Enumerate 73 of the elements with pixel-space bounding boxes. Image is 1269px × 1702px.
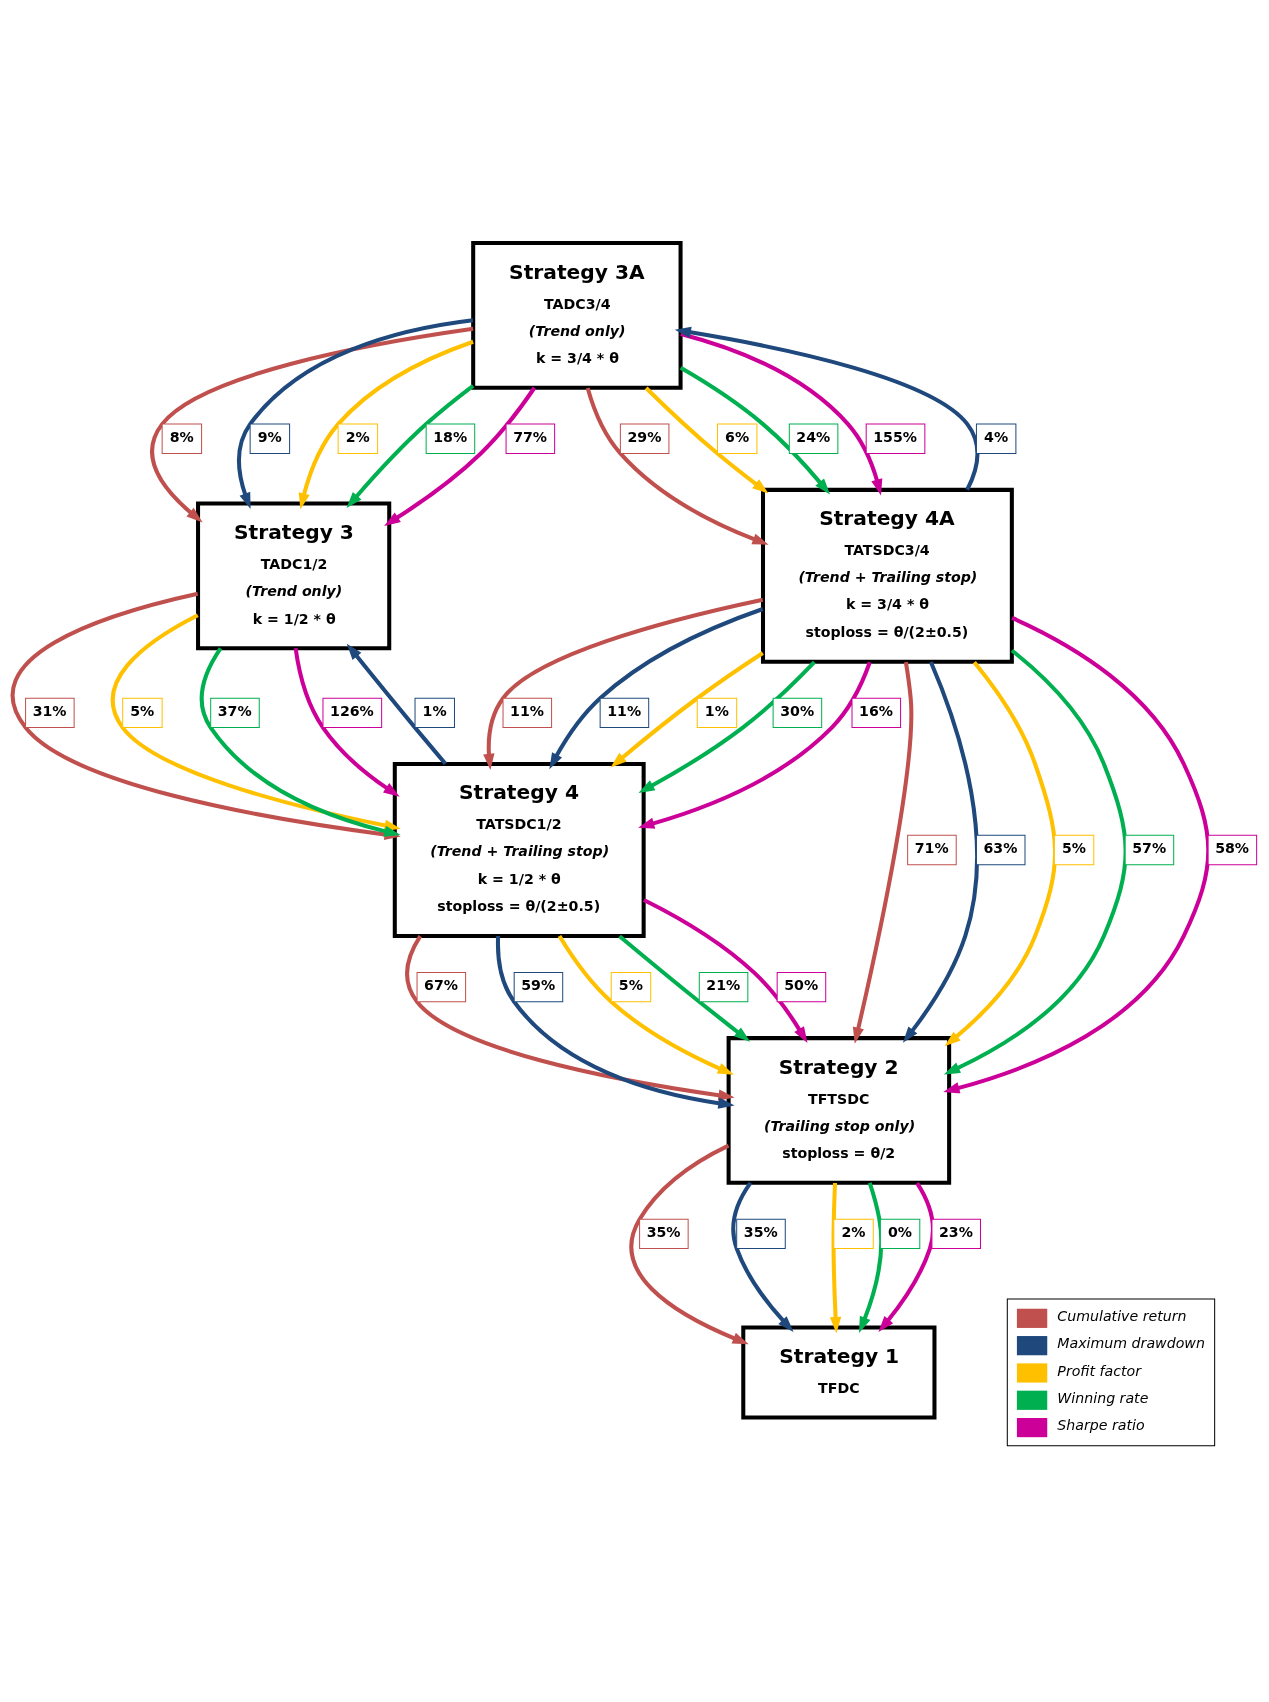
arrow	[902, 660, 979, 1043]
legend-label: Winning rate	[1057, 1389, 1149, 1406]
edge-label: 35%	[743, 1223, 778, 1240]
arrow	[110, 613, 401, 831]
edge-label: 77%	[513, 428, 548, 445]
arrow	[638, 661, 872, 829]
arrow	[731, 1181, 794, 1332]
arrow	[549, 606, 764, 769]
arrow	[495, 935, 735, 1109]
arrow	[629, 1143, 749, 1344]
edge-label: 11%	[510, 702, 544, 719]
node-box: Strategy 3 TADC1/2 (Trend only) k = 1/2 * θ	[196, 501, 392, 650]
edge-label: 16%	[859, 702, 893, 719]
arrow	[829, 1182, 842, 1333]
arrow	[674, 326, 980, 491]
edge-label: 31%	[32, 702, 67, 719]
arrow	[610, 650, 764, 768]
edge-label: 6%	[725, 428, 750, 445]
legend-label: Maximum drawdown	[1057, 1334, 1205, 1351]
edge-label: 21%	[706, 976, 741, 993]
legend-label: Cumulative return	[1057, 1307, 1187, 1324]
edge-label: 58%	[1215, 839, 1250, 856]
edge-label: 30%	[780, 702, 815, 719]
arrow	[644, 386, 769, 493]
node-box: Strategy 4A TATSDC3/4 (Trend + Trailing stop) k = 3/4 * θ stoploss = θ/(2±0.5)	[760, 487, 1014, 664]
edge-label: 50%	[784, 976, 819, 993]
edge-label: 5%	[130, 702, 155, 719]
arrow	[680, 331, 883, 495]
edge-label: 29%	[627, 428, 662, 445]
edge-label: 59%	[521, 976, 556, 993]
edge-label: 67%	[424, 976, 459, 993]
arrow	[943, 648, 1128, 1075]
edge-label: 71%	[914, 839, 949, 856]
arrow	[638, 660, 816, 793]
edge-label: 5%	[1061, 839, 1086, 856]
arrow	[859, 1181, 884, 1333]
edge-label: 24%	[796, 428, 831, 445]
legend-label: Profit factor	[1057, 1362, 1142, 1379]
arrow	[679, 365, 831, 495]
edge-label: 5%	[618, 976, 643, 993]
edge-label: 1%	[422, 702, 447, 719]
edge-label: 23%	[939, 1223, 973, 1240]
arrow	[199, 646, 401, 837]
node-box: Strategy 3A TADC3/4 (Trend only) k = 3/4 * θ	[471, 240, 683, 390]
arrow	[943, 615, 1211, 1093]
edge-label: 63%	[983, 839, 1018, 856]
edge-label: 155%	[873, 428, 917, 445]
edge-label: 18%	[433, 428, 468, 445]
arrow	[384, 386, 537, 526]
edge-label: 2%	[345, 428, 370, 445]
edge-label: 1%	[704, 702, 729, 719]
node-box: Strategy 1 TFDC	[741, 1324, 937, 1419]
edge-label: 9%	[257, 428, 282, 445]
edge-label: 2%	[841, 1223, 866, 1240]
edge-label: 11%	[607, 702, 642, 719]
edge-label: 35%	[646, 1223, 681, 1240]
arrow	[557, 934, 734, 1075]
edge-label: 4%	[984, 428, 1009, 445]
arrow	[944, 660, 1057, 1046]
arrow	[293, 647, 400, 797]
edge-label: 0%	[887, 1223, 912, 1240]
legend-label: Sharpe ratio	[1057, 1416, 1145, 1433]
edge-label: 126%	[330, 702, 374, 719]
arrow	[642, 897, 808, 1043]
arrow	[405, 934, 735, 1101]
edge-label: 37%	[217, 702, 252, 719]
node-box: Strategy 4 TATSDC1/2 (Trend + Trailing stop) k = 1/2 * θ stoploss = θ/(2±0.5)	[392, 761, 646, 938]
arrow	[483, 597, 764, 770]
arrow	[585, 386, 769, 545]
edge-label: 57%	[1132, 839, 1167, 856]
edge-label: 8%	[169, 428, 194, 445]
arrow	[346, 643, 447, 765]
node-box: Strategy 2 TFTSDC (Trailing stop only) stoploss = θ/2	[726, 1035, 952, 1185]
